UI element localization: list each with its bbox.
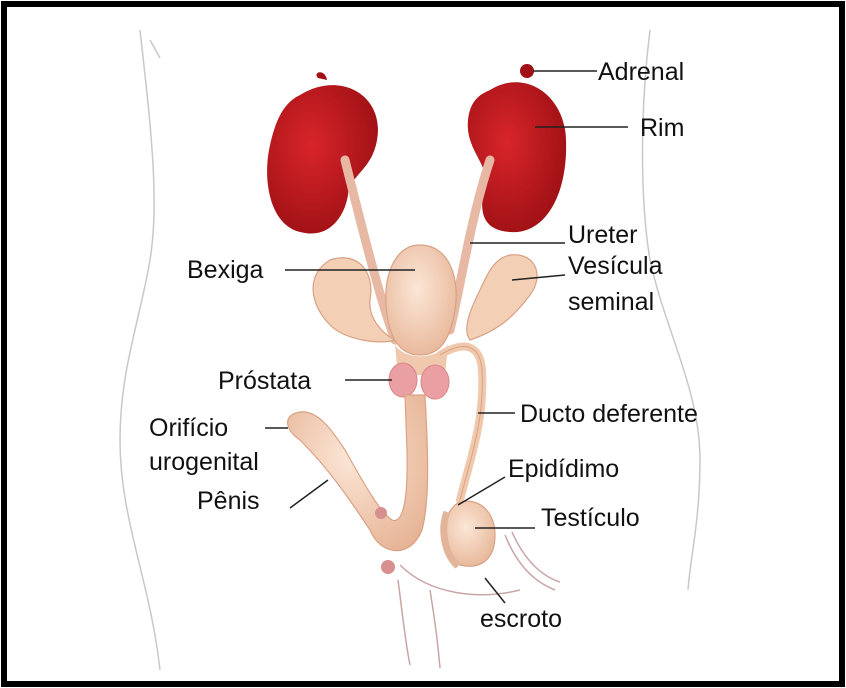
label-epididimo: Epidídimo	[508, 455, 619, 483]
label-vesicula-line2: seminal	[568, 288, 654, 316]
label-orificio-line1: Orifício	[149, 414, 228, 442]
label-rim: Rim	[640, 114, 684, 142]
label-ducto-deferente: Ducto deferente	[520, 400, 698, 428]
label-testiculo: Testículo	[541, 504, 640, 532]
testicle	[442, 501, 495, 566]
vas-deferens	[440, 347, 482, 500]
label-adrenal: Adrenal	[598, 58, 684, 86]
penis	[288, 395, 428, 574]
label-ureter: Ureter	[568, 221, 637, 249]
right-kidney	[468, 64, 566, 232]
label-orificio-line2: urogenital	[149, 448, 259, 476]
label-prostata: Próstata	[218, 367, 311, 395]
bladder	[386, 245, 456, 355]
label-bexiga: Bexiga	[187, 256, 264, 284]
label-escroto: escroto	[480, 605, 562, 633]
label-vesicula-line1: Vesícula	[568, 252, 663, 280]
label-penis: Pênis	[197, 487, 260, 515]
